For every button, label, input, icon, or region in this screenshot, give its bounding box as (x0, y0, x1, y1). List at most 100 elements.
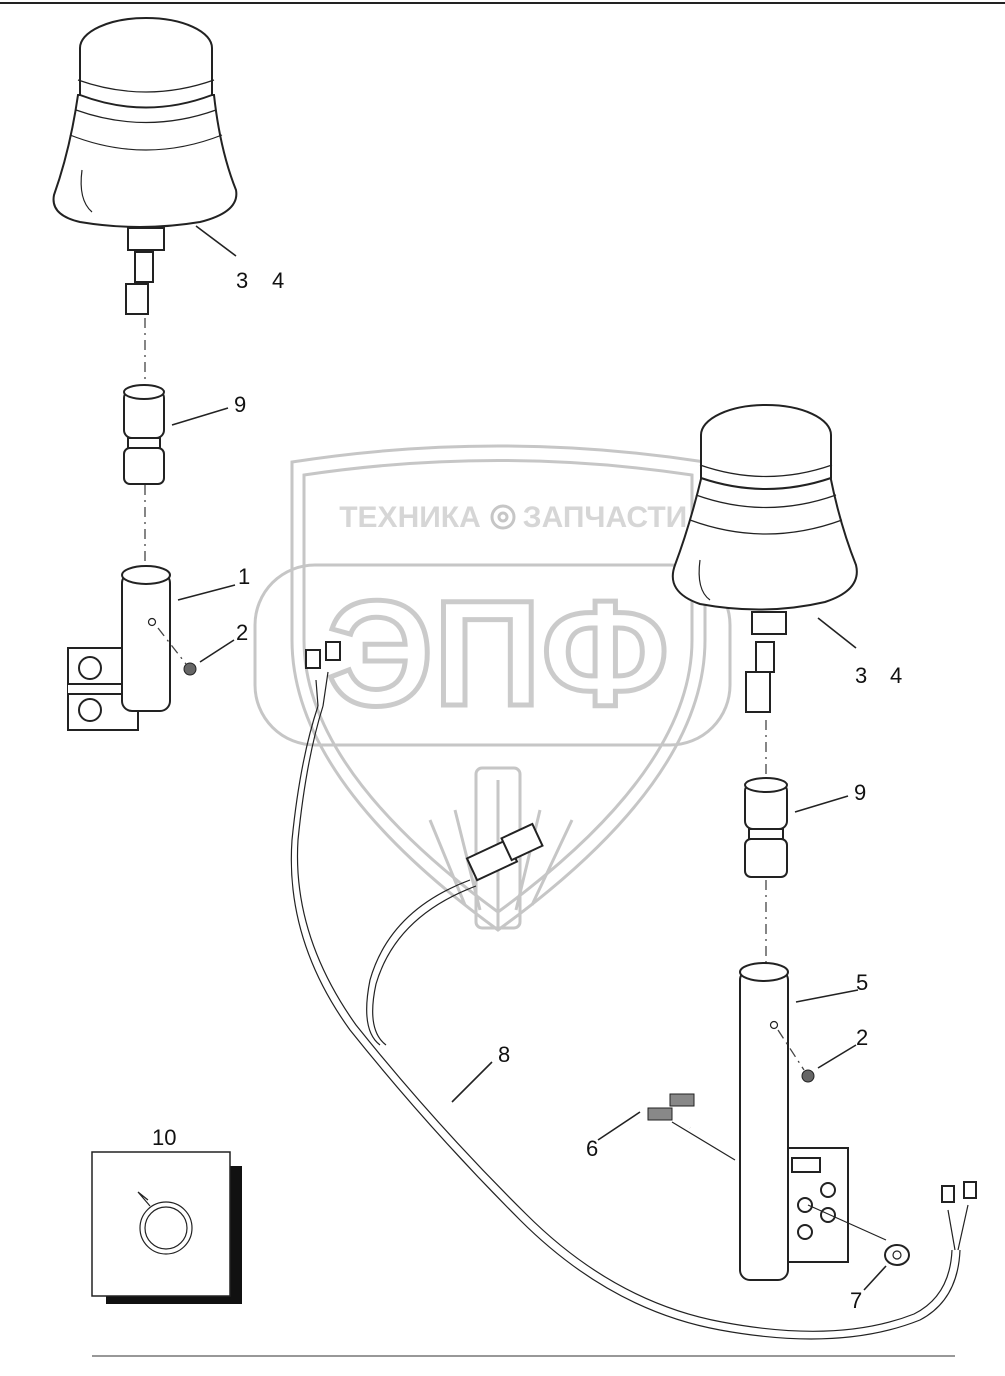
setscrew-right (801, 1069, 815, 1083)
bracket-right-slot (791, 1157, 821, 1173)
watermark-letters: ЭПФ (327, 569, 670, 737)
mount-right: 5 2 (739, 962, 868, 1281)
bracket-left-slot (68, 683, 126, 695)
screw-axis-right (777, 1029, 805, 1071)
leader-9-left (171, 407, 229, 426)
watermark-shield-outline (290, 444, 707, 932)
harness-connector-mate (500, 822, 544, 862)
callout-8: 8 (498, 1042, 510, 1067)
nut: 7 (807, 1204, 910, 1313)
leader-2-right (817, 1044, 857, 1069)
callout-6: 6 (586, 1136, 598, 1161)
bracket-left-hole-bottom (78, 698, 102, 722)
leader-8 (451, 1061, 493, 1103)
nut-axis (807, 1204, 887, 1241)
beacon-left-strap (80, 169, 93, 213)
mount-left-screw-hole (147, 617, 157, 627)
mount-left: 1 2 (67, 564, 250, 731)
beacon-left: 3 4 (52, 17, 284, 315)
leader-5 (795, 989, 859, 1003)
beacon-left-ribs (69, 79, 223, 151)
beacon-right-lens (700, 435, 832, 490)
leader-9-right (794, 795, 849, 813)
beacon-right-base (751, 611, 787, 635)
callout-9-left: 9 (234, 392, 246, 417)
inset-frame (91, 1151, 231, 1297)
harness-branch (366, 879, 471, 1046)
callout-1: 1 (238, 564, 250, 589)
pigtail-left-term-2 (325, 641, 341, 661)
pigtail-right-term-2 (963, 1181, 977, 1199)
wiring-harness: 8 (290, 641, 977, 1340)
mount-left-tube (121, 572, 171, 712)
harness-cable-main-2 (296, 705, 953, 1332)
u-bolt-thread-bottom (647, 1107, 673, 1121)
adapter-left-neck (127, 437, 161, 449)
cable-tie-tail (137, 1191, 151, 1207)
pigtail-right-term-1 (941, 1185, 955, 1203)
beacon-right: 3 4 (671, 404, 902, 713)
callout-3-right: 3 (855, 663, 867, 688)
bracket-right-hole-3 (820, 1207, 836, 1223)
leader-6 (597, 1111, 641, 1141)
harness-cable-main (290, 705, 961, 1340)
leader-3-4-left (195, 225, 237, 257)
callout-2-right: 2 (856, 1025, 868, 1050)
mount-left-tube-top (121, 565, 171, 585)
u-bolt-axis (671, 1121, 736, 1161)
watermark-banner (253, 563, 732, 747)
watermark-brand-right: ЗАПЧАСТИ (523, 501, 687, 534)
harness-branch-2 (372, 885, 477, 1046)
cable-tie-inset: 10 (91, 1125, 242, 1304)
pigtail-left-wires (315, 671, 329, 707)
mount-right-tube (739, 969, 789, 1281)
setscrew-left (183, 662, 197, 676)
callout-10: 10 (152, 1125, 176, 1150)
adapter-right-rim (744, 777, 788, 793)
callout-2-left: 2 (236, 620, 248, 645)
beacon-right-strap (698, 559, 711, 601)
gear-icon-hub (497, 511, 509, 523)
adapter-right: 9 (744, 777, 866, 878)
adapter-right-neck (748, 828, 784, 840)
watermark-logo: ТЕХНИКА ЗАПЧАСТИ ЭПФ (253, 444, 732, 932)
pigtail-right-wires (947, 1204, 969, 1251)
callout-7: 7 (850, 1288, 862, 1313)
bracket-right-hole-2 (797, 1197, 813, 1213)
adapter-left-lower (123, 447, 165, 485)
mount-right-screw-hole (769, 1020, 779, 1030)
beacon-left-connector (125, 283, 149, 315)
cable-tie-icon-inner (144, 1206, 188, 1250)
pigtail-left-term-1 (305, 649, 321, 669)
adapter-right-lower (744, 838, 788, 878)
nut-body (884, 1244, 910, 1266)
beacon-right-connector (745, 671, 771, 713)
callout-4-right: 4 (890, 663, 902, 688)
beacon-left-base (127, 227, 165, 251)
leader-1 (177, 584, 236, 601)
beacon-left-lens (79, 48, 213, 109)
watermark-brand-left: ТЕХНИКА (339, 501, 481, 534)
bracket-right-hole-1 (820, 1182, 836, 1198)
adapter-left: 9 (123, 384, 246, 485)
callout-3-left: 3 (236, 268, 248, 293)
callout-4-left: 4 (272, 268, 284, 293)
leader-7 (863, 1265, 887, 1291)
beacon-left-plug (134, 251, 154, 283)
leader-3-4-right (817, 617, 857, 649)
beacon-right-plug (755, 641, 775, 673)
beacon-right-ribs (689, 464, 843, 535)
cable-tie-icon (139, 1201, 193, 1255)
u-bolt-thread-top (669, 1093, 695, 1107)
adapter-left-rim (123, 384, 165, 400)
watermark-shield-inner (302, 459, 694, 914)
callout-5: 5 (856, 970, 868, 995)
gear-icon (490, 504, 516, 530)
callout-9-right: 9 (854, 780, 866, 805)
screw-axis-left (157, 627, 187, 665)
bracket-left-hole-top (78, 656, 102, 680)
beacon-right-dome (671, 474, 858, 611)
leader-2-left (199, 639, 235, 663)
